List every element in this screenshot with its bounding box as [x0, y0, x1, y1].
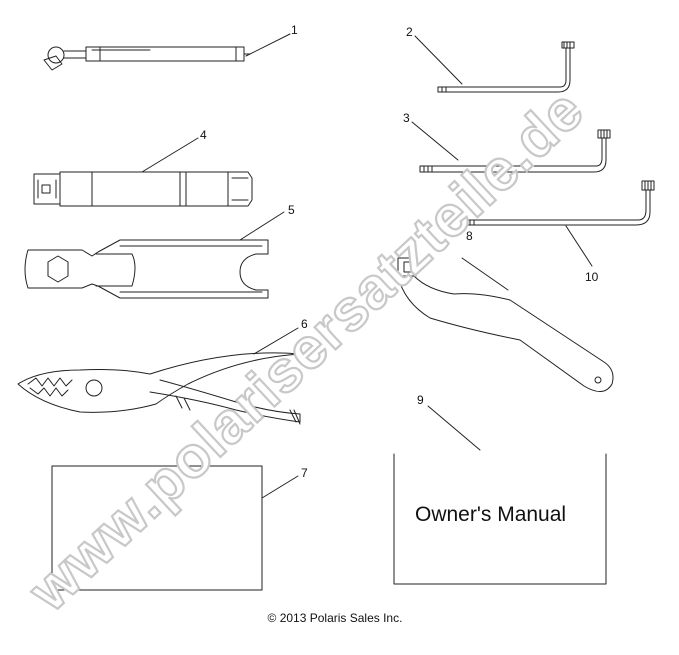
- leader-10: [565, 225, 593, 267]
- watermark: www.polarisersatzteile.de: [16, 77, 596, 624]
- callout-2: 2: [406, 25, 413, 39]
- leader-6: [253, 327, 299, 355]
- callout-7: 7: [301, 466, 308, 480]
- leader-3: [411, 121, 459, 161]
- part-4-socket-wrench: [33, 171, 253, 207]
- owners-manual-label: Owner's Manual: [415, 503, 566, 526]
- leader-4: [141, 137, 199, 173]
- leader-5: [239, 211, 285, 241]
- part-2-hex-key: [437, 41, 575, 93]
- callout-6: 6: [301, 317, 308, 331]
- part-7-document: [51, 465, 263, 591]
- callout-8: 8: [466, 229, 473, 243]
- copyright: © 2013 Polaris Sales Inc.: [268, 611, 403, 625]
- callout-10: 10: [585, 270, 599, 284]
- leader-9: [427, 405, 481, 451]
- part-9-owners-manual: Owner's Manual: [393, 453, 607, 585]
- callout-5: 5: [288, 203, 295, 217]
- callout-9: 9: [417, 393, 424, 407]
- callout-1: 1: [291, 23, 298, 37]
- leader-2: [414, 35, 463, 85]
- part-3-hex-key: [419, 129, 611, 173]
- leader-7: [261, 475, 299, 499]
- leader-1: [245, 33, 291, 57]
- part-1-tool: [43, 46, 251, 71]
- part-8-spanner: [397, 257, 614, 392]
- part-5-wrench: [24, 239, 269, 299]
- callout-4: 4: [200, 128, 207, 142]
- part-10-hex-key: [463, 180, 655, 226]
- callout-3: 3: [403, 111, 410, 125]
- part-6-pliers: [17, 352, 301, 425]
